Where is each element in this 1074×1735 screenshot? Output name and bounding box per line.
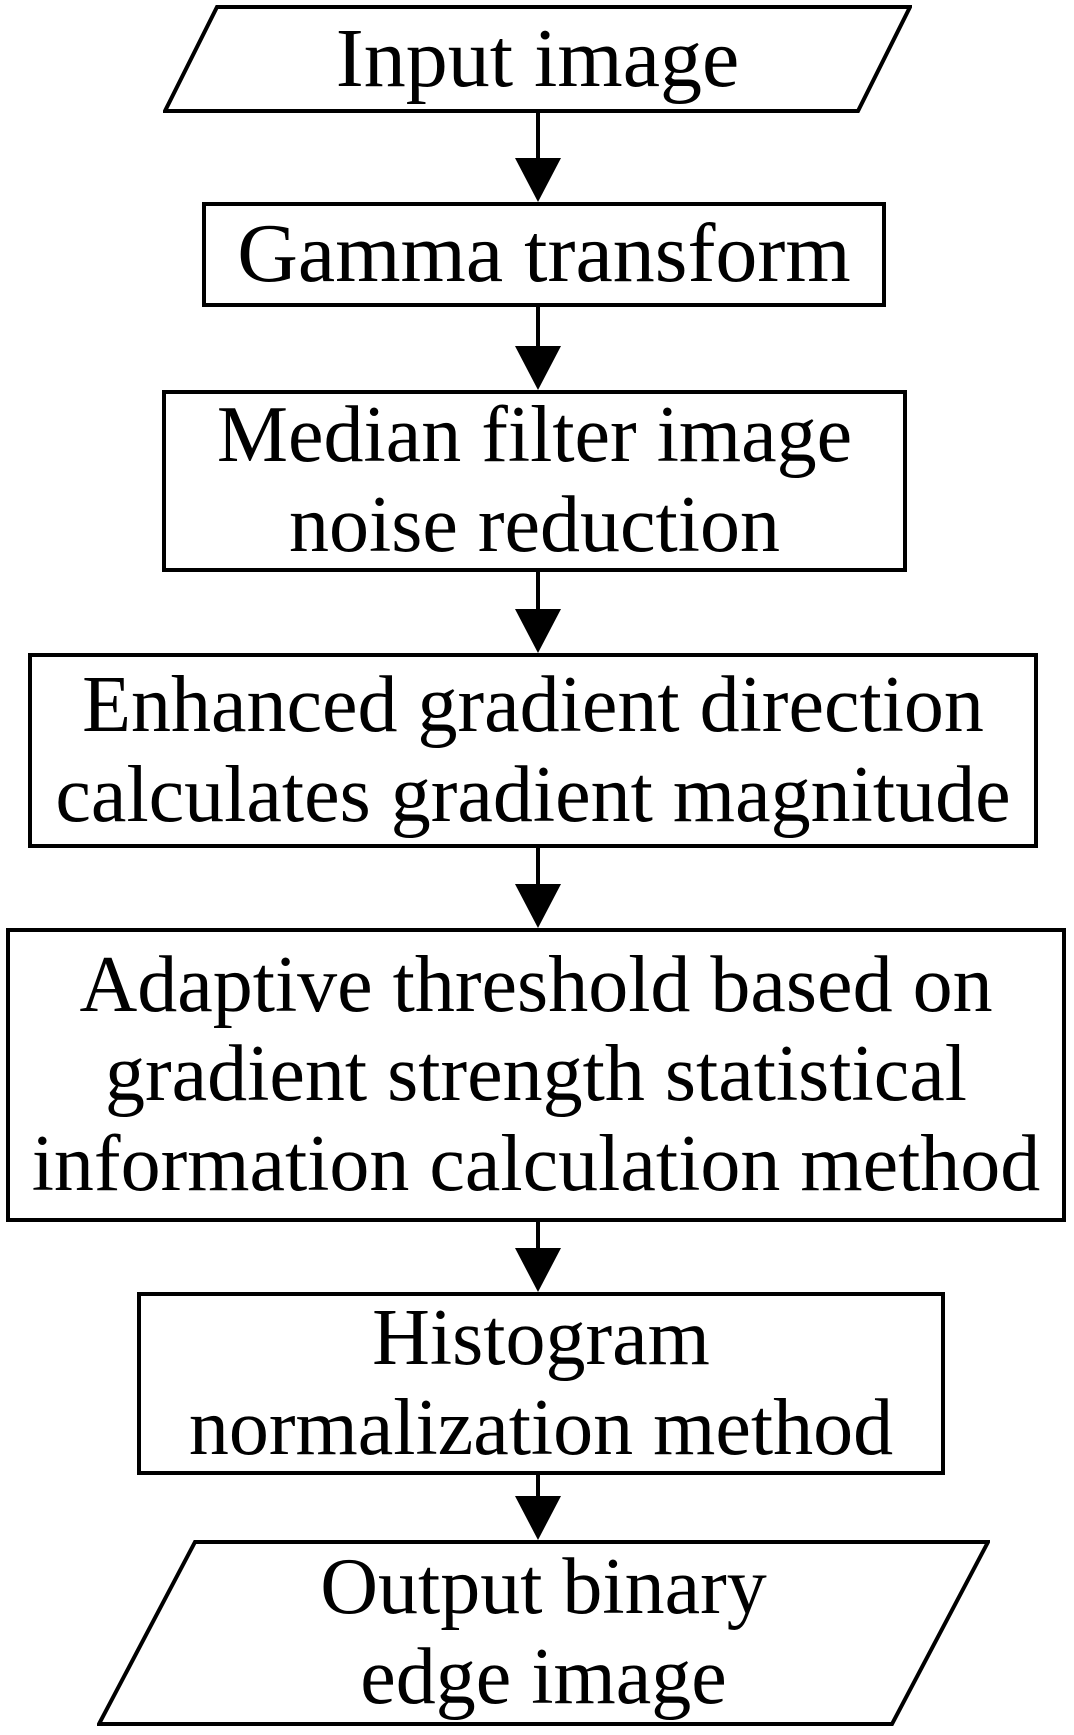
node-label: Gamma transform xyxy=(206,206,882,303)
node-label-line: Median filter image xyxy=(216,391,853,480)
node-label-line: edge image xyxy=(360,1633,727,1721)
arrow-shaft xyxy=(536,848,540,886)
node-label-line: Histogram xyxy=(372,1293,710,1382)
node-gamma-transform: Gamma transform xyxy=(202,202,886,307)
node-enhanced-gradient: Enhanced gradient direction calculates g… xyxy=(28,653,1038,848)
parallelogram-shape xyxy=(97,1540,990,1726)
node-label: Median filter image noise reduction xyxy=(166,391,903,569)
arrow-head xyxy=(515,158,561,202)
node-label-line: gradient strength statistical xyxy=(105,1030,967,1119)
node-label-line: Enhanced gradient direction xyxy=(82,660,984,749)
node-label: Output binary edge image xyxy=(97,1540,990,1726)
arrow-head xyxy=(515,884,561,928)
arrow-shaft xyxy=(536,572,540,611)
node-label-line: calculates gradient magnitude xyxy=(55,750,1011,839)
node-label: Input image xyxy=(163,5,912,113)
node-output-binary-edge: Output binary edge image xyxy=(97,1540,990,1726)
arrow-shaft xyxy=(536,113,540,160)
node-label-line: Input image xyxy=(335,11,740,105)
node-adaptive-threshold: Adaptive threshold based on gradient str… xyxy=(6,928,1066,1222)
arrow-shaft xyxy=(536,307,540,348)
arrow-down-icon xyxy=(515,307,561,390)
node-label-line: Adaptive threshold based on xyxy=(79,940,993,1029)
arrow-shaft xyxy=(536,1222,540,1250)
node-label-line: noise reduction xyxy=(289,481,780,569)
arrow-down-icon xyxy=(515,1475,561,1540)
arrow-down-icon xyxy=(515,572,561,653)
arrow-shaft xyxy=(536,1475,540,1498)
arrow-down-icon xyxy=(515,848,561,928)
node-median-filter: Median filter image noise reduction xyxy=(162,390,907,572)
node-label: Enhanced gradient direction calculates g… xyxy=(32,657,1034,844)
node-label: Adaptive threshold based on gradient str… xyxy=(10,932,1062,1218)
parallelogram-shape xyxy=(163,5,912,113)
arrow-head xyxy=(515,346,561,390)
arrow-down-icon xyxy=(515,113,561,202)
arrow-head xyxy=(515,1496,561,1540)
arrow-head xyxy=(515,1248,561,1292)
arrow-down-icon xyxy=(515,1222,561,1292)
arrow-head xyxy=(515,609,561,653)
node-label-line: normalization method xyxy=(188,1383,894,1472)
node-label: Histogram normalization method xyxy=(141,1293,941,1472)
node-label-line: information calculation method xyxy=(31,1119,1041,1208)
node-histogram-normalization: Histogram normalization method xyxy=(137,1292,945,1475)
node-label-line: Output binary xyxy=(320,1543,767,1632)
node-input-image: Input image xyxy=(163,5,912,113)
node-label-line: Gamma transform xyxy=(237,207,851,301)
